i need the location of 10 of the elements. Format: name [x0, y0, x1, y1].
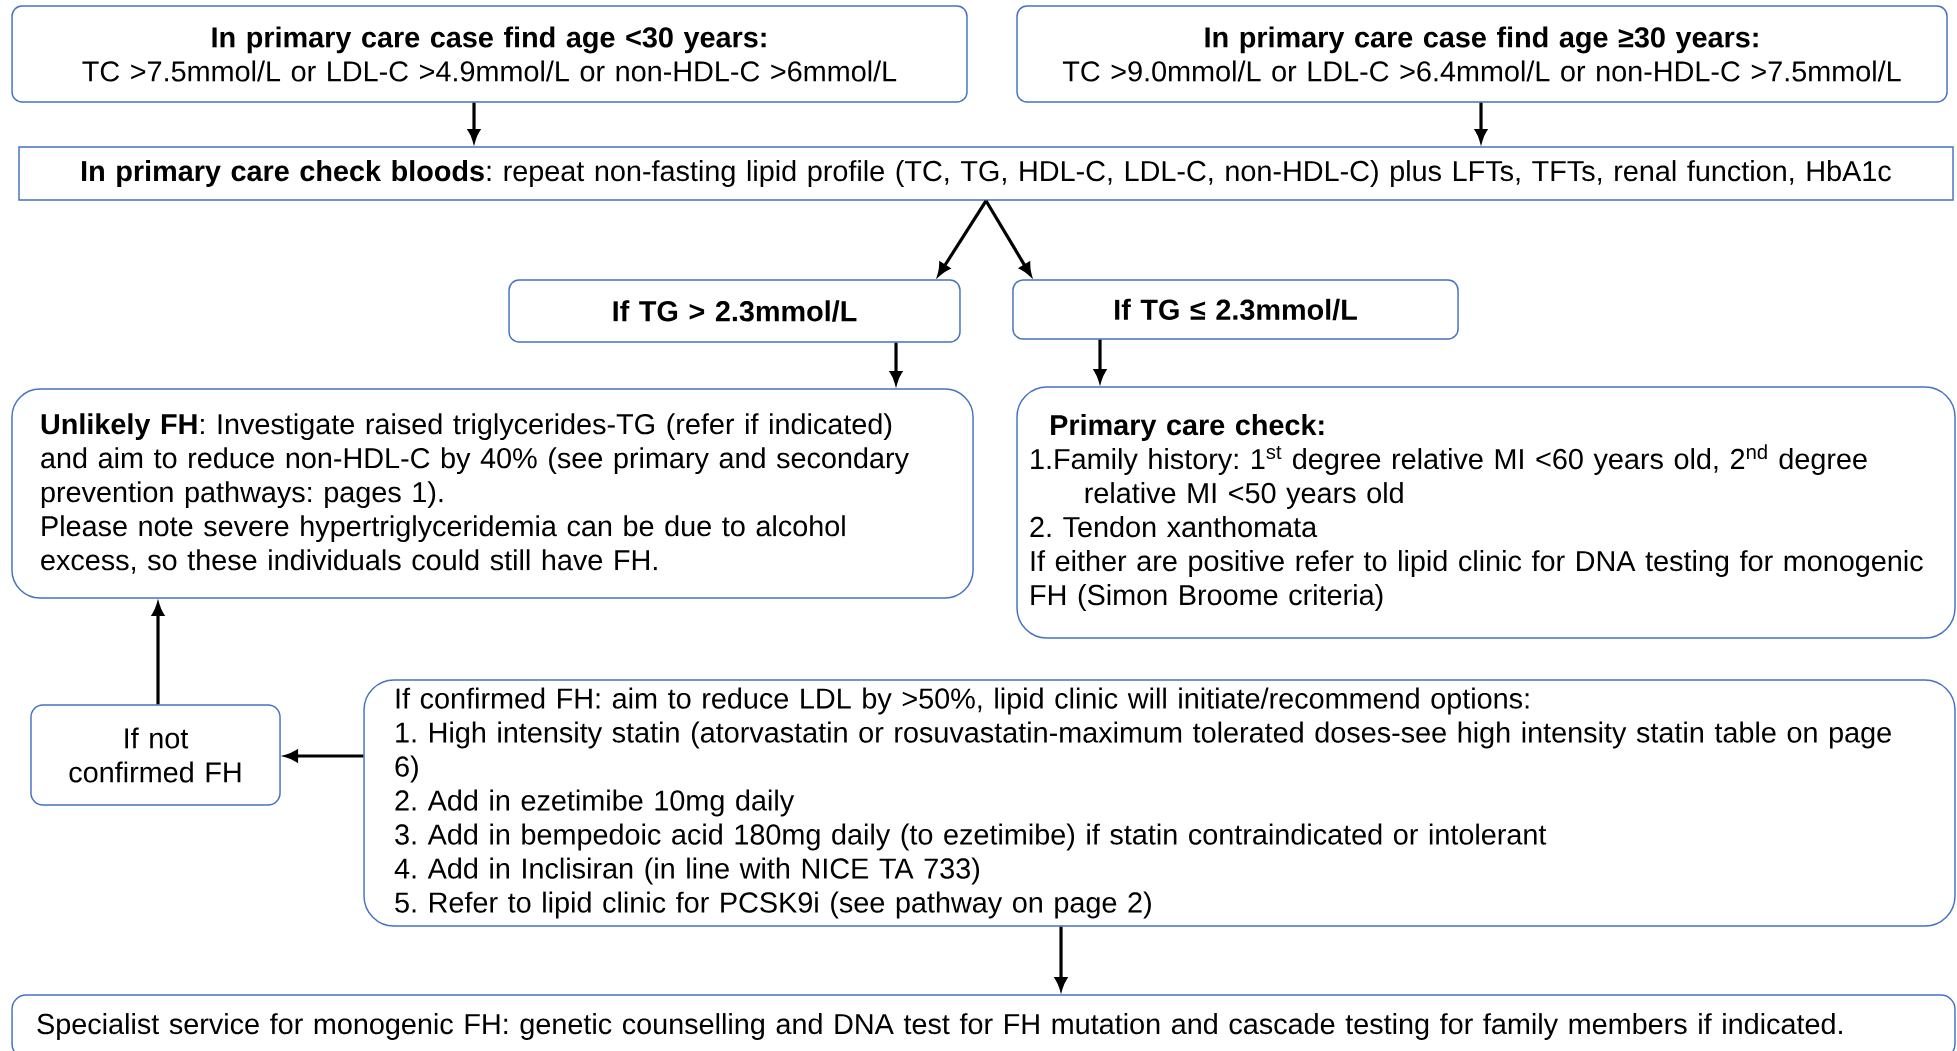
criteria-box: In primary care case find age ≥30 years: TC >9.0mmol/L or LDL-C >6.4mmol/L or non-HDL-C >7.5mmol/L: [1016, 5, 1948, 103]
referral-box: Specialist service for monogenic FH: genetic counselling and DNA test for FH mutation and cascade testing for family members if indicated.: [11, 994, 1956, 1051]
process-box: In primary care check bloods: repeat non-fasting lipid profile (TC, TG, HDL-C, LDL-C, non-HDL-C) plus LFTs, TFTs, renal function, HbA1c: [18, 146, 1954, 201]
decision-box: If TG ≤ 2.3mmol/L: [1012, 279, 1459, 340]
treatment-box: If confirmed FH: aim to reduce LDL by >50%, lipid clinic will initiate/recommend options: 1. High intensity statin (atorvastatin or rosuvastatin-maximum tolerated doses-see high intensity statin table on page 6) 2. Add in ezetimibe 10mg daily 3. Add in bempedoic acid 180mg daily (to ezetimibe) if statin contraindicated or intolerant 4. Add in Inclisiran (in line with NICE TA 733) 5. Refer to lipid clinic for PCSK9i (see pathway on page 2): [363, 679, 1956, 927]
criteria-box: In primary care case find age <30 years: TC >7.5mmol/L or LDL-C >4.9mmol/L or non-HDL-C >6mmol/L: [11, 5, 968, 103]
outcome-box: If not confirmed FH: [30, 704, 281, 806]
check-box: Primary care check: 1.Family history: 1$^{st}$ degree relative MI <60 years old, 2$^{nd}$ degree relative MI <50 years old 2. Tendon xanthomata If either are positive refer to lipid clinic for DNA testing for monogenic FH (Simon Broome criteria): [1016, 386, 1956, 639]
decision-box: If TG > 2.3mmol/L: [508, 279, 961, 343]
outcome-box: Unlikely FH: Investigate raised triglycerides-TG (refer if indicated) and aim to reduce non-HDL-C by 40% (see primary and secondary prevention pathways: pages 1). Please note severe hypertriglyceridemia can be due to alcohol excess, so these individuals could still have FH.: [11, 388, 974, 599]
